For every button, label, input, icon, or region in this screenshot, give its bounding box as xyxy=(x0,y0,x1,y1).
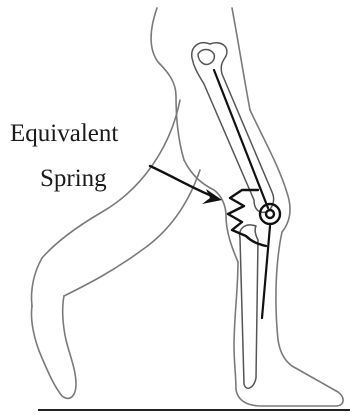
front-leg-thigh-front xyxy=(250,110,290,232)
arrow-head-icon xyxy=(202,189,222,204)
tibia-bone xyxy=(240,225,258,388)
knee-joint-outer xyxy=(260,204,280,224)
front-leg-calf-back xyxy=(234,262,238,390)
rear-foot xyxy=(31,296,76,398)
waist-outline xyxy=(232,8,250,110)
shank-rod xyxy=(262,226,270,318)
front-leg-shin xyxy=(276,232,292,366)
knee-joint-inner xyxy=(266,210,274,218)
femur-head xyxy=(198,50,214,65)
front-leg-thigh-back xyxy=(184,160,238,262)
femur-bone xyxy=(192,43,274,213)
spring-label-line2: Spring xyxy=(40,166,107,191)
rear-leg-calf xyxy=(31,258,42,306)
spring-label-line1: Equivalent xyxy=(10,121,118,146)
arrow-line xyxy=(150,166,212,196)
thigh-rod xyxy=(214,70,268,208)
